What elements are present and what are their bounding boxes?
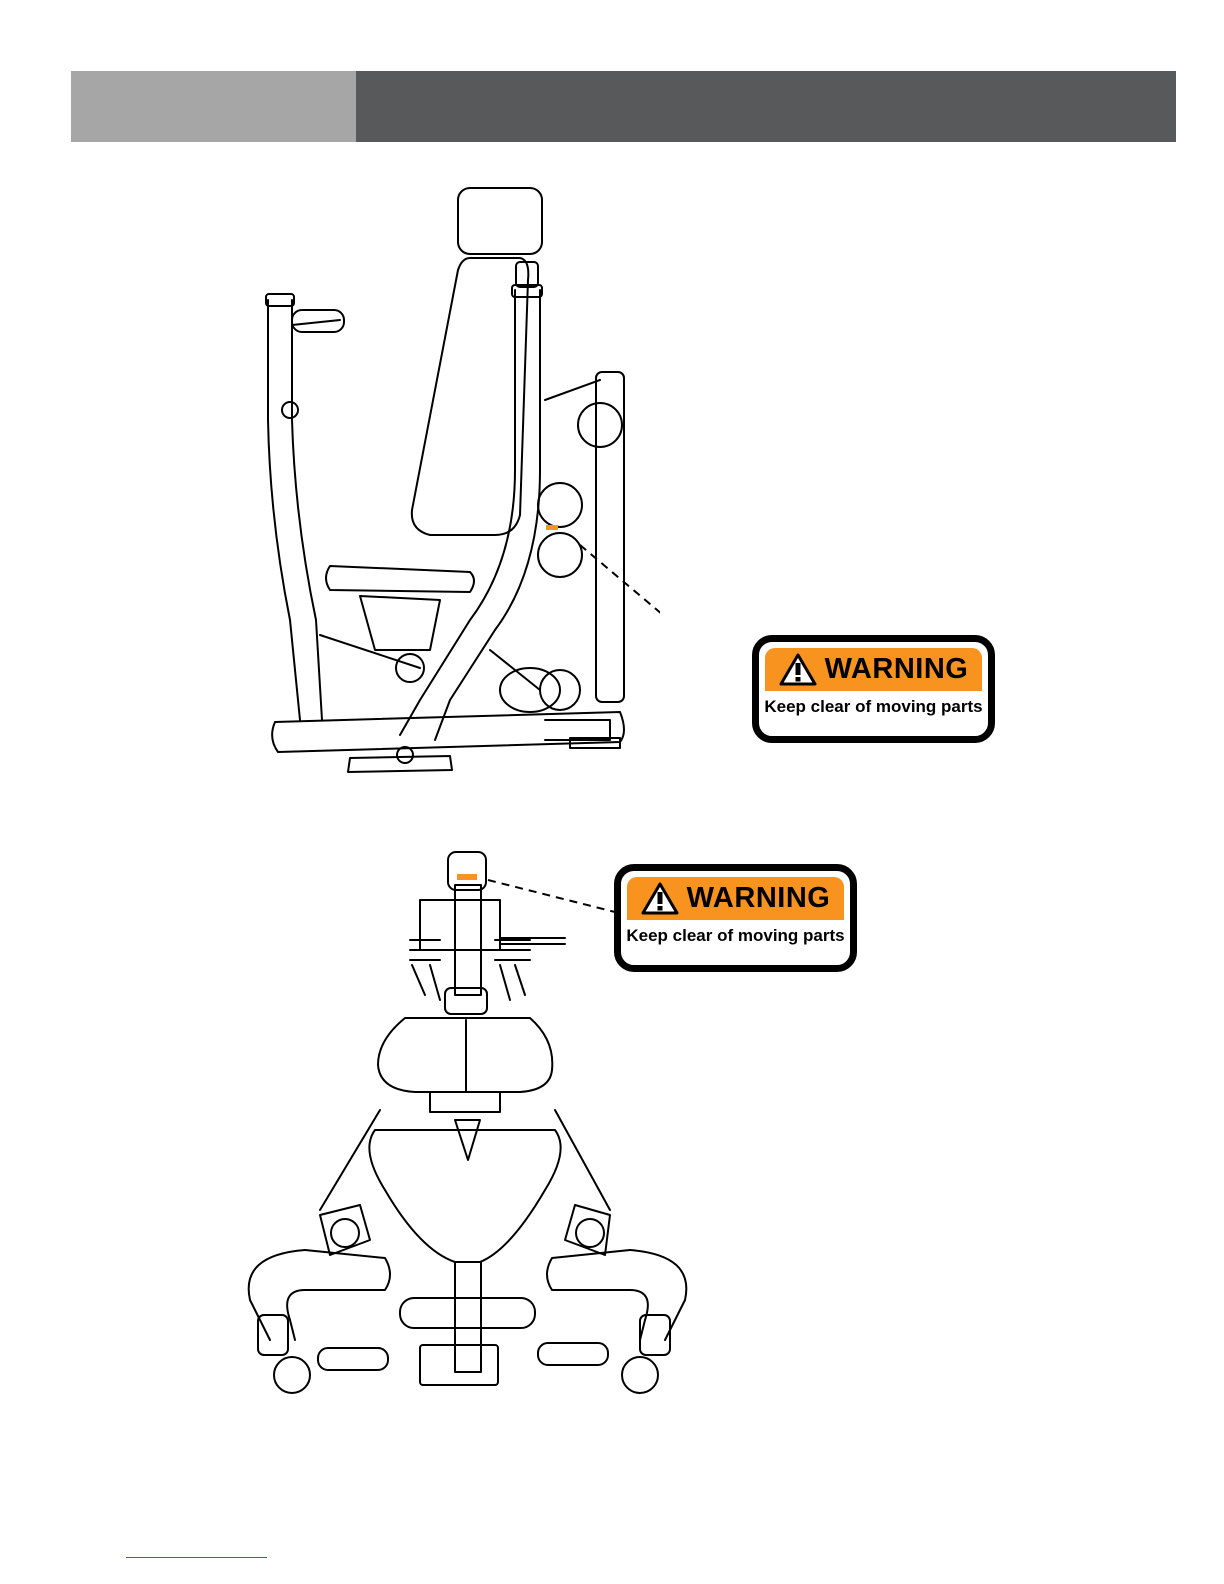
- header-bar-right: [356, 71, 1176, 142]
- warning-label-side: WARNING Keep clear of moving parts: [752, 635, 995, 743]
- footer-link-underline[interactable]: [126, 1557, 267, 1558]
- warning-triangle-icon: [779, 653, 817, 686]
- machine-side-view-drawing: [240, 180, 660, 780]
- warning-label-front: WARNING Keep clear of moving parts: [614, 864, 857, 972]
- warning-label-header: WARNING: [765, 648, 982, 691]
- warning-message: Keep clear of moving parts: [759, 697, 988, 717]
- header-bar-left: [71, 71, 356, 142]
- warning-label-header: WARNING: [627, 877, 844, 920]
- warning-heading: WARNING: [687, 882, 831, 915]
- warning-heading: WARNING: [825, 653, 969, 686]
- warning-triangle-icon: [641, 882, 679, 915]
- warning-message: Keep clear of moving parts: [621, 926, 850, 946]
